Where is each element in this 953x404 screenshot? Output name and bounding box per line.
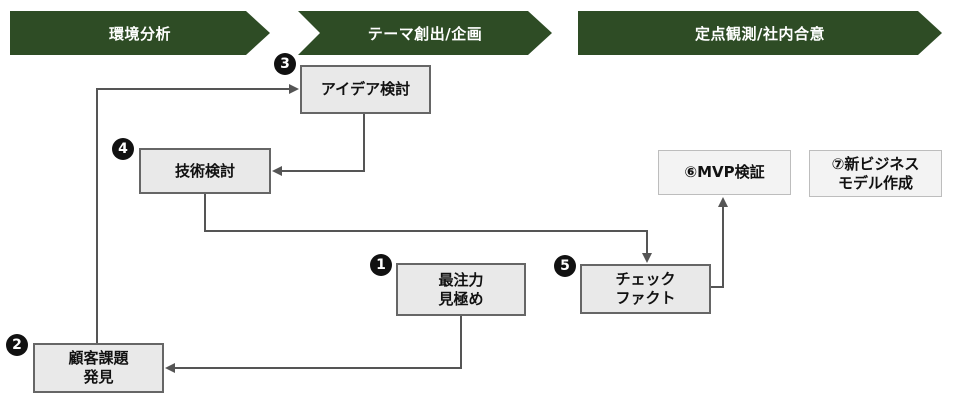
step-idea-review: アイデア検討 [300,65,431,114]
phase-arrow-shape [298,11,552,55]
connector-tech-to-check [204,194,652,263]
phase-label: テーマ創出/企画 [367,24,483,43]
step-number-3-badge: 3 [274,53,296,75]
step-number-1-badge: 1 [370,254,392,276]
step-number-4-badge: 4 [112,138,134,160]
step-mvp-validation: ⑥MVP検証 [658,150,791,195]
connector-idea-to-tech [272,114,365,176]
connector-focus-to-discovery [165,316,462,373]
phase-label: 定点観測/社内合意 [695,24,825,43]
connector-check-to-mvp [711,197,728,288]
phase-arrow-shape [578,11,942,55]
phase-arrow-shape [10,11,270,55]
step-tech-review: 技術検討 [139,148,271,194]
step-number-5-badge: 5 [554,255,576,277]
phase-theme-creation: テーマ創出/企画 [298,11,552,55]
step-new-business-model: ⑦新ビジネス モデル作成 [809,150,942,197]
step-focus-determination: 最注力 見極め [396,263,526,316]
step-customer-issue-discovery: 顧客課題 発見 [33,343,164,393]
connector-discovery-to-idea [96,84,299,343]
phase-environment-analysis: 環境分析 [10,11,270,55]
phase-label: 環境分析 [108,24,171,43]
step-number-2-badge: 2 [6,334,28,356]
step-fact-check: チェック ファクト [580,264,711,314]
phase-monitoring-consensus: 定点観測/社内合意 [578,11,942,55]
